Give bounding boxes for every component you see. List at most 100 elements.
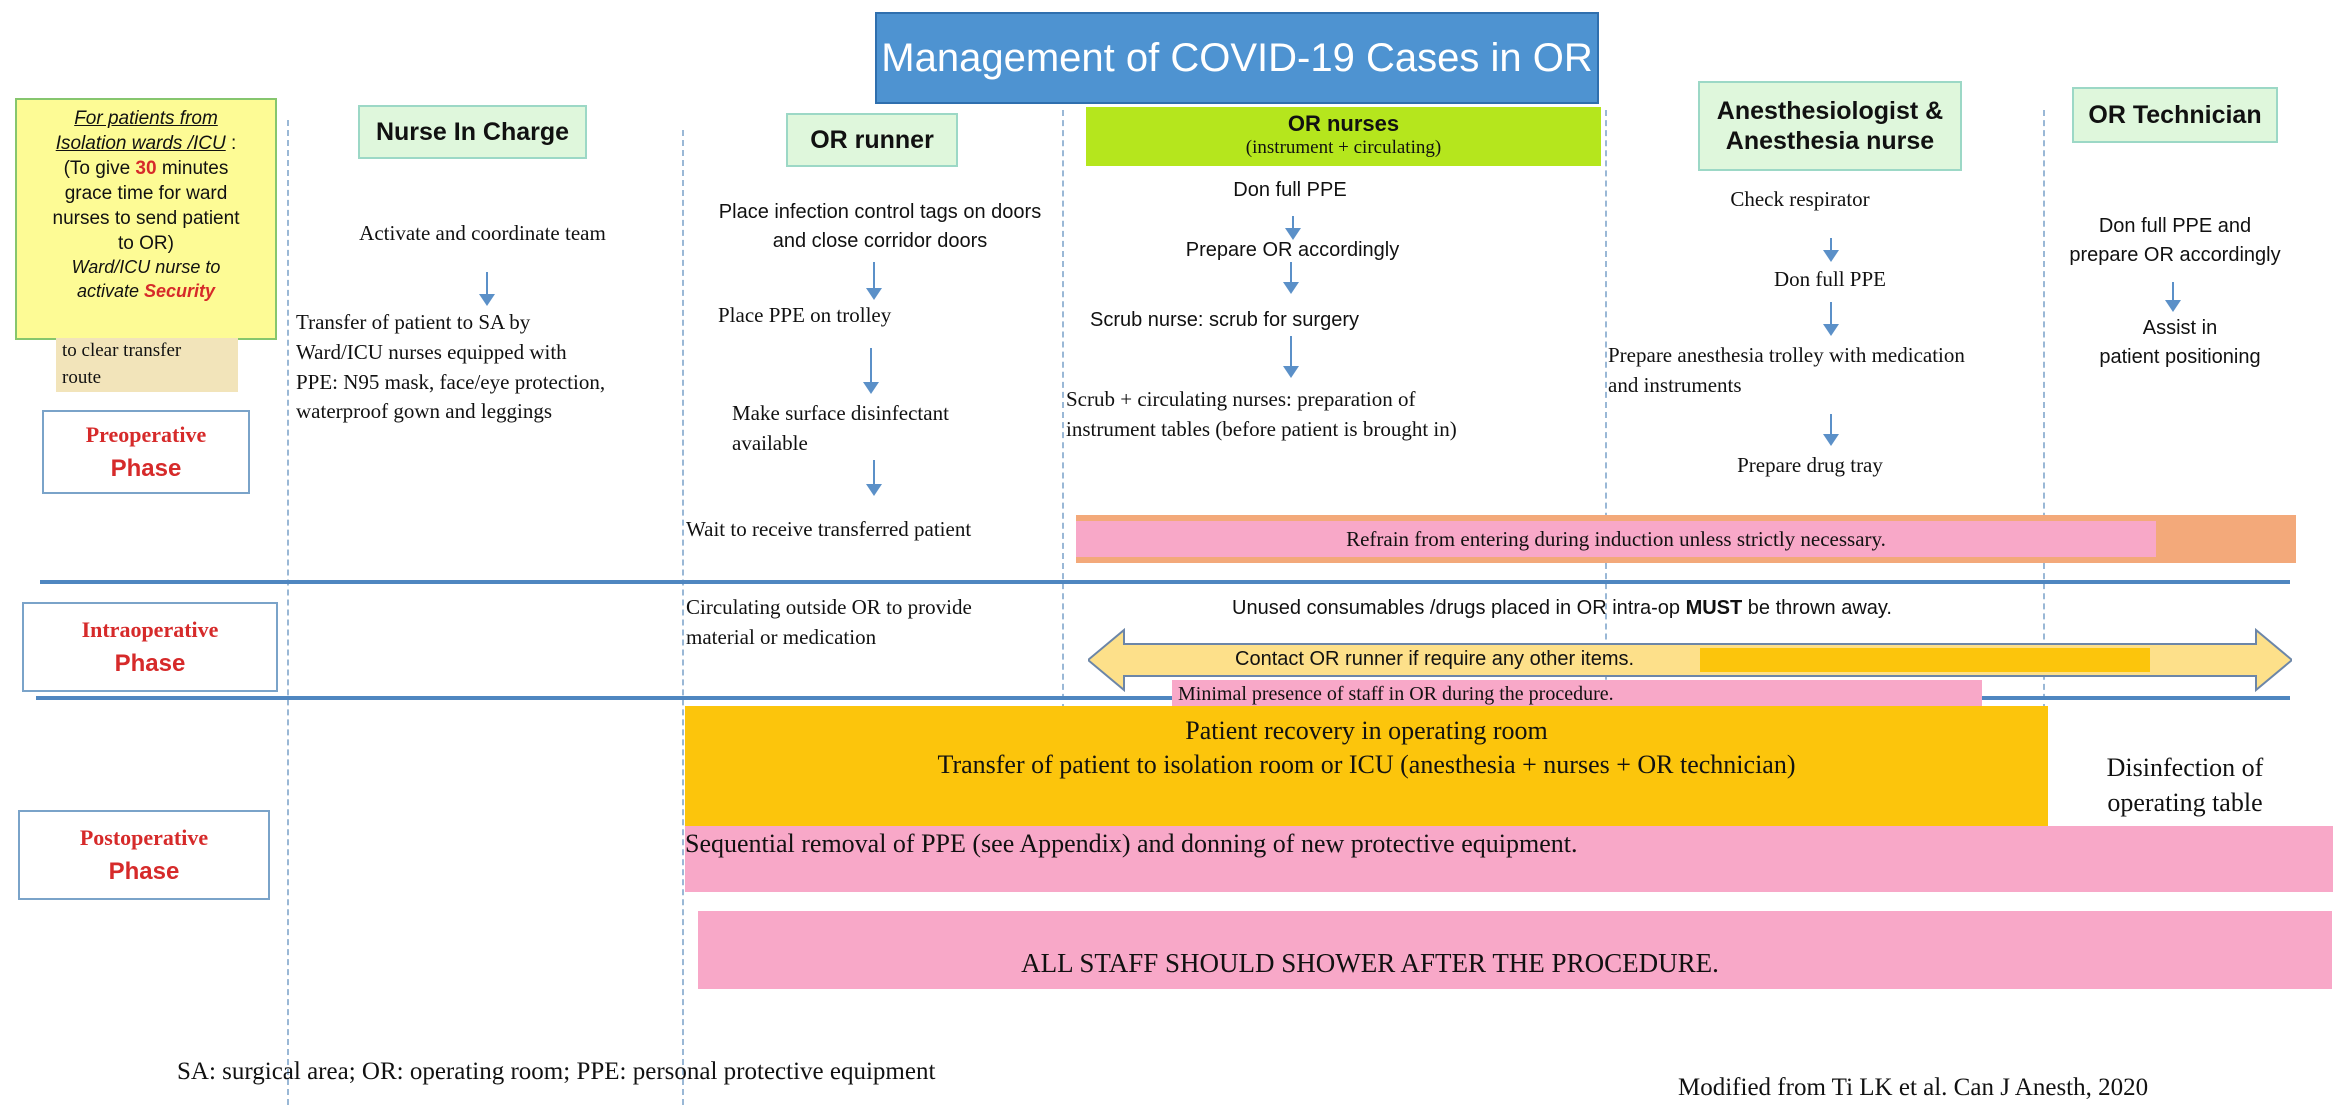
phase-preoperative-label: Preoperative: [85, 421, 207, 447]
column-divider-4: [1605, 110, 1607, 710]
ornurse-arrow-1: [1285, 216, 1301, 240]
phase-divider-intra-post: [36, 696, 2290, 700]
runner-step-tags-l2: and close corridor doors: [772, 230, 988, 252]
column-divider-1: [287, 120, 289, 1105]
tech-step1-l1: Don full PPE and: [2098, 215, 2252, 237]
note-line9: to clear transfer: [62, 340, 182, 361]
runner-intraop-l2: material or medication: [686, 625, 877, 650]
runner-step-disinfectant: Make surface disinfectant available: [732, 398, 1052, 459]
tech-arrow-1: [2165, 282, 2181, 312]
runner-intraop-l1: Circulating outside OR to provide: [686, 595, 972, 619]
phase-preoperative: Preoperative Phase: [42, 410, 250, 494]
note-line1: For patients from: [74, 108, 218, 129]
runner-arrow-3: [866, 460, 882, 496]
anes-step3-l2: and instruments: [1608, 373, 1742, 398]
nic-arrow-1: [479, 272, 495, 306]
runner-arrow-1: [866, 262, 882, 300]
column-divider-5: [2043, 110, 2045, 710]
abbreviations-footnote: SA: surgical area; OR: operating room; P…: [177, 1058, 936, 1085]
unused-consumables-note: Unused consumables /drugs placed in OR i…: [1232, 594, 1992, 623]
phase-postoperative-word: Phase: [108, 857, 180, 885]
nic-step-transfer-l2: Ward/ICU nurses equipped with: [296, 339, 567, 364]
disinfection-note: Disinfection of operating table: [2065, 750, 2305, 820]
note-line5: nurses to send patient: [52, 208, 240, 230]
unused-pre: Unused consumables /drugs placed in OR i…: [1232, 597, 1686, 619]
header-or-runner: OR runner: [786, 113, 958, 167]
nic-step-transfer: Transfer of patient to SA by Ward/ICU nu…: [296, 308, 676, 427]
note-line2: Isolation wards /ICU: [55, 133, 226, 155]
disinfection-line1: Disinfection of: [2106, 753, 2264, 782]
double-arrow-highlight: [1700, 648, 2150, 672]
tech-step1-l2: prepare OR accordingly: [2069, 244, 2281, 266]
header-or-technician: OR Technician: [2072, 87, 2278, 143]
runner-step-tags-l1: Place infection control tags on doors: [718, 201, 1042, 223]
refrain-banner: Refrain from entering during induction u…: [1076, 515, 2296, 563]
contact-runner-double-arrow: [1088, 628, 2292, 692]
phase-intraoperative-word: Phase: [114, 649, 186, 677]
double-arrow-shape: [1088, 628, 2292, 692]
header-or-nurses-title: OR nurses: [1287, 111, 1400, 136]
runner-step-wait: Wait to receive transferred patient: [686, 517, 972, 541]
tech-step-positioning: Assist in patient positioning: [2055, 314, 2305, 372]
header-nurse-in-charge: Nurse In Charge: [358, 105, 587, 159]
note-line3-post: minutes: [156, 158, 229, 180]
nic-step-transfer-l4: waterproof gown and leggings: [296, 399, 553, 424]
ornurse-step4-l1: Scrub + circulating nurses: preparation …: [1066, 387, 1416, 411]
contact-runner-text: Contact OR runner if require any other i…: [1235, 648, 1635, 670]
runner-step-disinfectant-l2: available: [732, 431, 808, 456]
note-line10: route: [62, 366, 102, 388]
phase-postoperative: Postoperative Phase: [18, 810, 270, 900]
ornurse-step-instrument-tables: Scrub + circulating nurses: preparation …: [1066, 384, 1606, 445]
anes-step-ppe: Don full PPE: [1773, 267, 1886, 291]
runner-step-tags: Place infection control tags on doors an…: [695, 198, 1065, 256]
column-divider-3: [1062, 110, 1064, 710]
phase-preoperative-word: Phase: [110, 454, 182, 482]
anes-arrow-3: [1823, 414, 1839, 446]
nic-step-transfer-l3: PPE: N95 mask, face/eye protection,: [296, 369, 606, 394]
recovery-banner: Patient recovery in operating room Trans…: [685, 706, 2048, 826]
ornurse-arrow-3: [1283, 336, 1299, 378]
shower-banner: ALL STAFF SHOULD SHOWER AFTER THE PROCED…: [698, 911, 2332, 989]
note-line3-pre: (To give: [63, 158, 136, 180]
phase-intraoperative-label: Intraoperative: [81, 616, 219, 642]
disinfection-line2: operating table: [2107, 788, 2263, 818]
anes-step3-l1: Prepare anesthesia trolley with medicati…: [1608, 343, 1965, 367]
tech-step2-l1: Assist in: [2142, 317, 2218, 339]
recovery-line2: Transfer of patient to isolation room or…: [937, 749, 1796, 779]
minimal-staff-banner: Minimal presence of staff in OR during t…: [1172, 680, 1982, 708]
header-or-nurses-subtitle: (instrument + circulating): [1245, 137, 1442, 159]
ornurse-arrow-2: [1283, 262, 1299, 294]
phase-postoperative-label: Postoperative: [79, 824, 209, 850]
diagram-title: Management of COVID-19 Cases in OR: [875, 12, 1599, 104]
ornurse-step-scrub: Scrub nurse: scrub for surgery: [1090, 309, 1359, 331]
note-line7: Ward/ICU nurse to: [71, 257, 221, 278]
runner-step-ppe-trolley: Place PPE on trolley: [718, 303, 892, 327]
source-footnote: Modified from Ti LK et al. Can J Anesth,…: [1678, 1074, 2149, 1101]
isolation-ward-note: For patients from Isolation wards /ICU :…: [15, 98, 277, 340]
header-anesthesiologist: Anesthesiologist & Anesthesia nurse: [1698, 81, 1962, 171]
anes-step-drug-tray: Prepare drug tray: [1737, 453, 1883, 477]
ppe-removal-banner: Sequential removal of PPE (see Appendix)…: [685, 826, 2333, 892]
anes-step-trolley: Prepare anesthesia trolley with medicati…: [1608, 340, 2048, 401]
note-line2-suffix: :: [225, 133, 237, 155]
unused-must: MUST: [1685, 597, 1743, 619]
header-anesthesiologist-line2: Anesthesia nurse: [1725, 127, 1935, 155]
note-security: Security: [144, 281, 216, 302]
runner-intraop-circulating: Circulating outside OR to provide materi…: [686, 592, 1066, 653]
runner-step-disinfectant-l1: Make surface disinfectant: [732, 401, 949, 425]
tech-step2-l2: patient positioning: [2099, 346, 2261, 368]
note-30-minutes: 30: [135, 158, 157, 180]
tech-step-ppe: Don full PPE and prepare OR accordingly: [2045, 212, 2305, 270]
clear-route-note: to clear transfer route: [56, 338, 238, 392]
nic-step-activate: Activate and coordinate team: [359, 221, 606, 245]
header-anesthesiologist-line1: Anesthesiologist &: [1716, 97, 1944, 125]
unused-post: be thrown away.: [1742, 597, 1892, 619]
note-line4: grace time for ward: [64, 183, 228, 205]
header-or-nurses: OR nurses (instrument + circulating): [1086, 107, 1601, 166]
ornurse-step-prepare-or: Prepare OR accordingly: [1185, 239, 1400, 261]
anes-arrow-2: [1823, 302, 1839, 336]
column-divider-2: [682, 130, 684, 1105]
ornurse-step-ppe: Don full PPE: [1233, 179, 1347, 201]
runner-arrow-2: [863, 348, 879, 394]
anes-arrow-1: [1823, 238, 1839, 262]
